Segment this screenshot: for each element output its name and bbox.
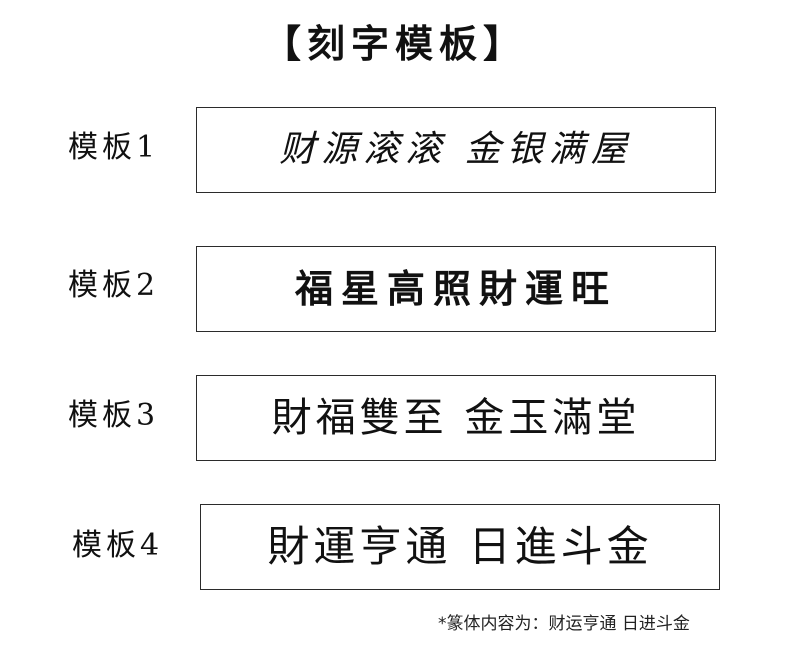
template-text-2: 福星高照財運旺	[294, 266, 617, 311]
template-label-4: 模板4	[72, 528, 164, 563]
page-title: 【刻字模板】	[262, 21, 527, 66]
template-label-3: 模板3	[68, 398, 160, 433]
footnote: *篆体内容为：财运亨通 日进斗金	[438, 614, 690, 634]
template-text-3: 財福雙至 金玉滿堂	[271, 395, 641, 441]
template-text-1: 财源滚滚 金银满屋	[279, 129, 633, 170]
template-box-2[interactable]: 福星高照財運旺	[196, 246, 716, 332]
template-text-4: 財運亨通 日進斗金	[267, 522, 653, 571]
template-box-4[interactable]: 財運亨通 日進斗金	[200, 504, 720, 590]
template-label-2: 模板2	[68, 268, 160, 303]
template-box-3[interactable]: 財福雙至 金玉滿堂	[196, 375, 716, 461]
template-box-1[interactable]: 财源滚滚 金银满屋	[196, 107, 716, 193]
template-label-1: 模板1	[68, 130, 160, 165]
